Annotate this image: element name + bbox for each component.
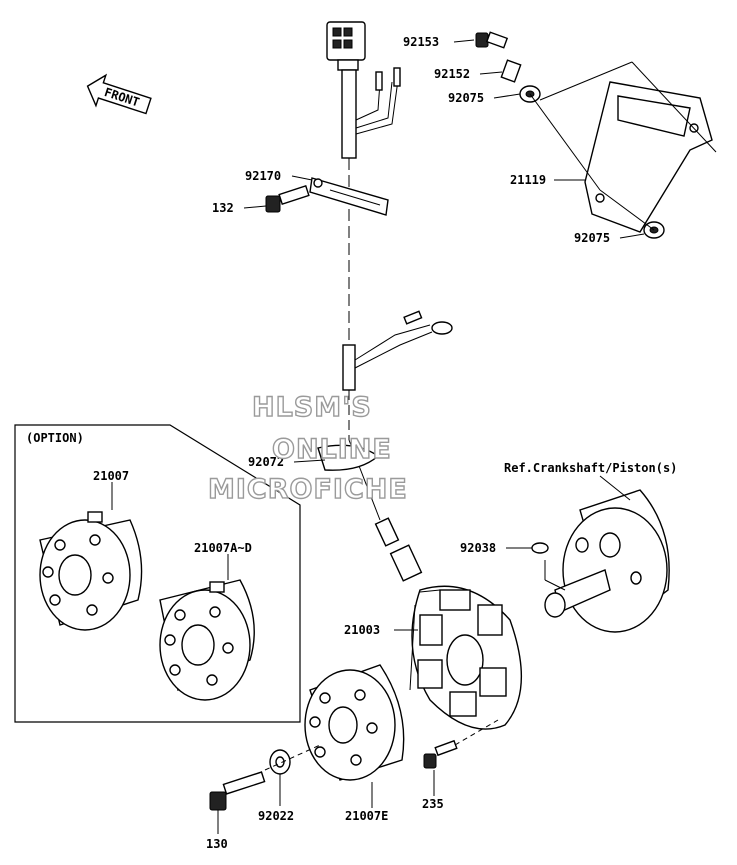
watermark-line-2: ONLINE (272, 434, 392, 465)
washer-92022 (269, 749, 291, 775)
watermark-line-3: MICROFICHE (208, 474, 408, 505)
collar-92152 (500, 59, 522, 83)
label-21003: 21003 (344, 623, 380, 637)
label-ref-crankshaft: Ref.Crankshaft/Piston(s) (504, 461, 677, 475)
label-235: 235 (422, 797, 444, 811)
rotor-21007E (304, 664, 405, 781)
label-92038: 92038 (460, 541, 496, 555)
regulator-21119 (539, 61, 717, 233)
label-132: 132 (212, 201, 234, 215)
rotor-21007 (39, 511, 143, 631)
label-21119: 21119 (510, 173, 546, 187)
rotor-21007A-D (159, 579, 255, 701)
wiring-harness (326, 21, 453, 582)
label-92152: 92152 (434, 67, 470, 81)
key-92038 (531, 542, 566, 591)
watermark-line-1: HLSM'S (252, 392, 372, 423)
label-130: 130 (206, 837, 228, 851)
label-21007: 21007 (93, 469, 129, 483)
leader-lines (111, 39, 645, 834)
label-92170: 92170 (245, 169, 281, 183)
label-92022: 92022 (258, 809, 294, 823)
bolt-130 (209, 744, 321, 811)
clamp-92170 (309, 177, 389, 216)
label-21007E: 21007E (345, 809, 388, 823)
front-arrow-icon: FRONT (86, 73, 152, 115)
screw-235 (423, 719, 499, 769)
clip-92072 (317, 444, 380, 471)
crankshaft-ref (544, 489, 670, 633)
stator-21003 (409, 585, 523, 730)
label-option: (OPTION) (26, 431, 84, 445)
label-92153: 92153 (403, 35, 439, 49)
option-box (14, 424, 301, 723)
label-92075-lower: 92075 (574, 231, 610, 245)
label-92075-upper: 92075 (448, 91, 484, 105)
bolt-92153 (475, 31, 509, 49)
bolt-132 (265, 185, 310, 213)
label-92072: 92072 (248, 455, 284, 469)
label-21007A-D: 21007A~D (194, 541, 252, 555)
